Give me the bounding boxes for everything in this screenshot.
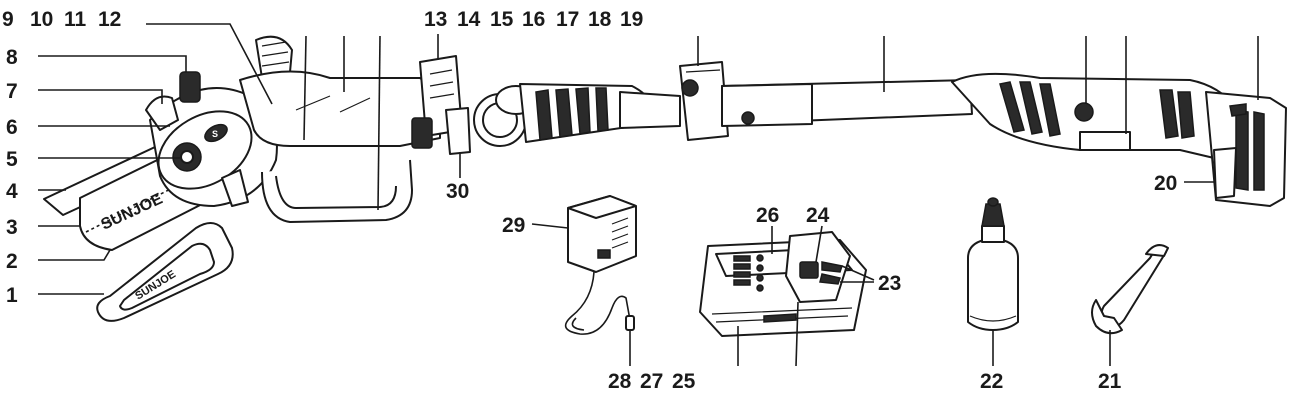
label-17: 17 [556, 8, 579, 31]
bottle-nozzle [981, 203, 1005, 227]
label-9: 9 [2, 8, 14, 31]
charger [564, 195, 637, 335]
label-6: 6 [6, 116, 18, 139]
label-20: 20 [1154, 172, 1177, 195]
label-8: 8 [6, 46, 18, 69]
bottle-body [967, 239, 1019, 331]
grip-ribs [535, 87, 609, 141]
label-14: 14 [457, 8, 481, 31]
oil-cap [179, 71, 201, 103]
label-24: 24 [806, 204, 830, 227]
hand-guard [221, 169, 249, 207]
wrench-body [1100, 248, 1167, 328]
charger-plug [625, 315, 635, 331]
grip-ribs-rear [999, 81, 1195, 139]
battery-release [799, 261, 819, 279]
label-13: 13 [424, 8, 447, 31]
label-15: 15 [490, 8, 514, 31]
label-26: 26 [756, 204, 779, 227]
battery-contacts [819, 261, 843, 285]
label-2: 2 [6, 250, 18, 273]
charger-vents [611, 217, 629, 249]
label-19: 19 [620, 8, 643, 31]
label-23: 23 [878, 272, 901, 295]
label-29: 29 [502, 214, 525, 237]
part-number-labels: 9 10 11 12 8 7 6 5 4 3 2 1 13 14 15 16 1… [2, 8, 1177, 393]
label-3: 3 [6, 216, 18, 239]
label-22: 22 [980, 370, 1003, 393]
wrench [1091, 244, 1169, 335]
label-25: 25 [672, 370, 696, 393]
battery [699, 231, 867, 337]
charger-cord [564, 271, 631, 335]
wrench-jaw [1091, 299, 1123, 335]
pole-clamp [679, 61, 729, 141]
label-21: 21 [1098, 370, 1122, 393]
label-27: 27 [640, 370, 663, 393]
callout-lines [38, 23, 1259, 367]
motor-logo: S [212, 129, 218, 139]
label-10: 10 [30, 8, 53, 31]
oil-bottle [967, 197, 1019, 331]
charger-led [597, 249, 611, 259]
label-5: 5 [6, 148, 18, 171]
label-11: 11 [64, 8, 87, 31]
motor-logo-badge [204, 123, 228, 143]
label-4: 4 [6, 180, 18, 203]
bottle-neck [981, 225, 1005, 243]
clamp-screw [681, 79, 699, 97]
label-1: 1 [6, 284, 18, 307]
chainsaw-head: SUNJOE S [43, 35, 441, 251]
label-18: 18 [588, 8, 612, 31]
charge-indicator [733, 254, 764, 292]
shaft-screw [741, 111, 755, 125]
release-button [411, 117, 433, 149]
extension-pole [411, 55, 1287, 207]
label-7: 7 [6, 80, 18, 103]
housing-screw [1074, 102, 1094, 122]
label-28: 28 [608, 370, 632, 393]
bar-cover: SUNJOE [96, 222, 234, 322]
label-16: 16 [522, 8, 545, 31]
top-knob [255, 35, 293, 79]
housing-body [239, 70, 441, 147]
label-12: 12 [98, 8, 121, 31]
angle-latch [445, 107, 471, 155]
label-30: 30 [446, 180, 469, 203]
